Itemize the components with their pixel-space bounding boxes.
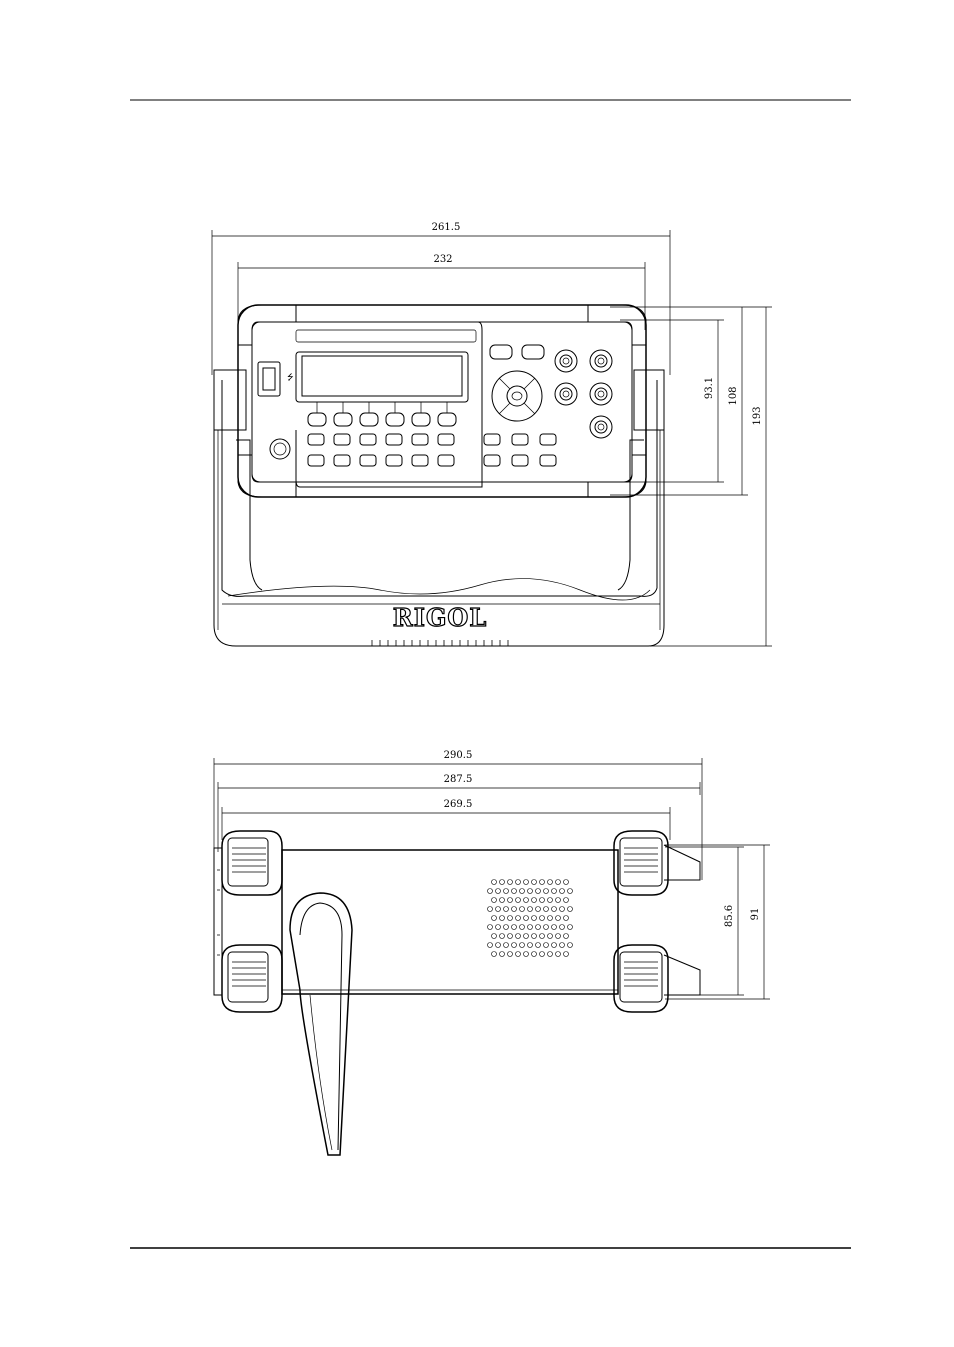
dim-label-length-body: 269.5 (444, 799, 473, 810)
dim-panel-height-inner: 93.1 (620, 320, 724, 482)
softkey (308, 413, 326, 426)
bumper-left-bottom (222, 945, 282, 1012)
softkey (438, 413, 456, 426)
dim-length-body: 269.5 (222, 799, 670, 840)
softkey (334, 413, 352, 426)
bumper-right-bottom (614, 945, 668, 1012)
key (386, 455, 402, 466)
dim-height-inner: 85.6 (665, 847, 744, 995)
dim-label-length-mid: 287.5 (444, 774, 473, 785)
key (484, 455, 500, 466)
vent-ticks (372, 640, 508, 646)
key (308, 434, 324, 445)
dim-label-length-overall: 290.5 (444, 750, 473, 761)
carry-handle-side (290, 893, 352, 1155)
key (334, 455, 350, 466)
bumper-top-right (588, 305, 646, 345)
key (334, 434, 350, 445)
dim-label-panel-width: 232 (433, 254, 452, 265)
front-view: 261.5 232 93.1 108 193 (212, 222, 772, 646)
usb-icon: ⭍ (287, 373, 294, 382)
softkeys (308, 402, 456, 426)
terminal (555, 350, 577, 372)
instrument-body (238, 305, 646, 497)
bumper-bottom-right (588, 455, 646, 497)
brand-logo: RIGOL (393, 603, 487, 632)
dim-label-panel-height-inner: 93.1 (704, 377, 715, 399)
dim-length-overall: 290.5 (214, 750, 702, 880)
key-upper-right (522, 345, 544, 359)
vent-grille (488, 880, 573, 957)
bumper-top-left (238, 305, 296, 345)
softkey (386, 413, 404, 426)
key (386, 434, 402, 445)
key (360, 434, 376, 445)
key (412, 434, 428, 445)
terminal (590, 416, 612, 438)
dim-panel-height-outer: 108 (610, 307, 748, 495)
key (484, 434, 500, 445)
key (308, 455, 324, 466)
function-keys (308, 434, 556, 466)
dim-label-panel-height-outer: 108 (728, 386, 739, 405)
dim-label-overall-width: 261.5 (432, 222, 461, 233)
side-view: 290.5 287.5 269.5 85.6 91 (214, 750, 770, 1155)
right-bracket (634, 370, 664, 430)
dim-panel-width: 232 (238, 254, 645, 330)
key (512, 434, 528, 445)
lcd-screen (302, 356, 462, 396)
power-button-inner (274, 443, 286, 455)
key (412, 455, 428, 466)
left-bracket (214, 370, 246, 430)
softkey (412, 413, 430, 426)
key (438, 455, 454, 466)
softkey (360, 413, 378, 426)
bumper-bottom-left (238, 455, 296, 497)
key (540, 455, 556, 466)
usb-port: ⭍ (258, 362, 294, 396)
key (512, 455, 528, 466)
dim-label-height-outer: 91 (750, 908, 761, 921)
power-button (270, 439, 290, 459)
terminal (590, 383, 612, 405)
rear-wedge (664, 845, 700, 995)
side-body (282, 850, 618, 994)
terminal (555, 383, 577, 405)
key (540, 434, 556, 445)
key (360, 455, 376, 466)
bumper-left-top (222, 831, 282, 895)
bumper-right-top (614, 831, 668, 895)
lcd-bezel (296, 352, 468, 402)
key (438, 434, 454, 445)
key-upper-left (490, 345, 512, 359)
input-terminals (555, 350, 612, 438)
terminal (590, 350, 612, 372)
navigation-pad (492, 371, 542, 421)
top-label-strip (296, 330, 476, 342)
dim-height-outer: 91 (665, 845, 770, 999)
dim-label-height-inner: 85.6 (724, 905, 735, 927)
dim-label-total-height: 193 (752, 406, 763, 425)
dim-total-height: 193 (650, 307, 772, 646)
